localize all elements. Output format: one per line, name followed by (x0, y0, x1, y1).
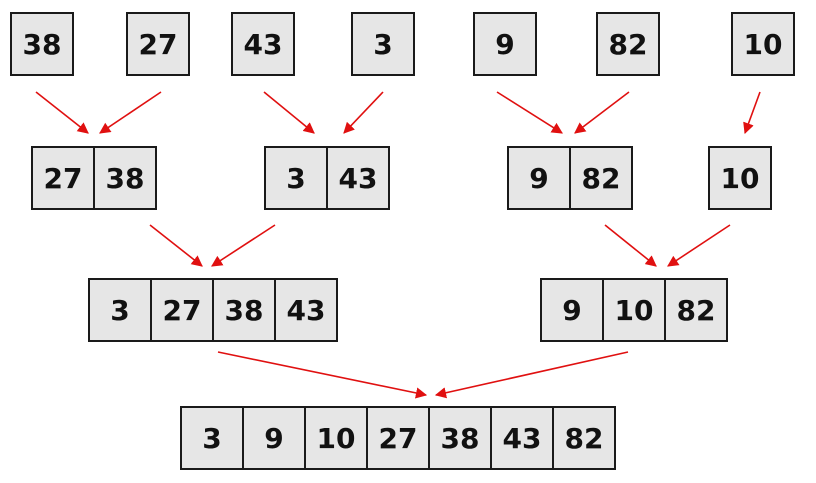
array-cell: 27 (126, 12, 190, 76)
array-cell: 9 (507, 146, 571, 210)
merge-arrow (496, 91, 563, 134)
array-cell: 82 (552, 406, 616, 470)
level-0-group-2: 27 (126, 12, 190, 76)
level-3-group-1: 3 9 10 27 38 43 82 (180, 406, 616, 470)
merge-arrow (434, 351, 629, 399)
merge-arrow (217, 351, 428, 399)
array-cell: 10 (304, 406, 368, 470)
array-cell: 3 (180, 406, 244, 470)
merge-arrow (574, 91, 630, 134)
array-cell: 38 (10, 12, 74, 76)
merge-arrow (343, 91, 384, 134)
level-0-group-1: 38 (10, 12, 74, 76)
level-0-group-5: 9 (473, 12, 537, 76)
array-cell: 82 (569, 146, 633, 210)
array-cell: 10 (708, 146, 772, 210)
merge-arrow (743, 91, 761, 135)
array-cell: 9 (242, 406, 306, 470)
array-cell: 10 (602, 278, 666, 342)
merge-arrow (149, 224, 203, 267)
level-0-group-3: 43 (231, 12, 295, 76)
merge-arrow (99, 91, 162, 134)
level-1-group-4: 10 (708, 146, 772, 210)
array-cell: 43 (326, 146, 390, 210)
merge-arrow (604, 224, 657, 267)
merge-arrow (263, 91, 315, 134)
level-1-group-2: 3 43 (264, 146, 390, 210)
array-cell: 9 (540, 278, 604, 342)
merge-arrow (35, 91, 89, 134)
array-cell: 27 (31, 146, 95, 210)
array-cell: 82 (596, 12, 660, 76)
array-cell: 3 (88, 278, 152, 342)
array-cell: 3 (351, 12, 415, 76)
merge-arrow (667, 224, 731, 267)
array-cell: 82 (664, 278, 728, 342)
level-2-group-2: 9 10 82 (540, 278, 728, 342)
array-cell: 38 (93, 146, 157, 210)
array-cell: 10 (731, 12, 795, 76)
level-0-group-4: 3 (351, 12, 415, 76)
level-2-group-1: 3 27 38 43 (88, 278, 338, 342)
array-cell: 27 (150, 278, 214, 342)
array-cell: 43 (274, 278, 338, 342)
array-cell: 9 (473, 12, 537, 76)
array-cell: 43 (231, 12, 295, 76)
array-cell: 43 (490, 406, 554, 470)
array-cell: 38 (212, 278, 276, 342)
merge-arrow (211, 224, 276, 267)
level-1-group-3: 9 82 (507, 146, 633, 210)
array-cell: 38 (428, 406, 492, 470)
array-cell: 3 (264, 146, 328, 210)
array-cell: 27 (366, 406, 430, 470)
level-1-group-1: 27 38 (31, 146, 157, 210)
level-0-group-7: 10 (731, 12, 795, 76)
level-0-group-6: 82 (596, 12, 660, 76)
